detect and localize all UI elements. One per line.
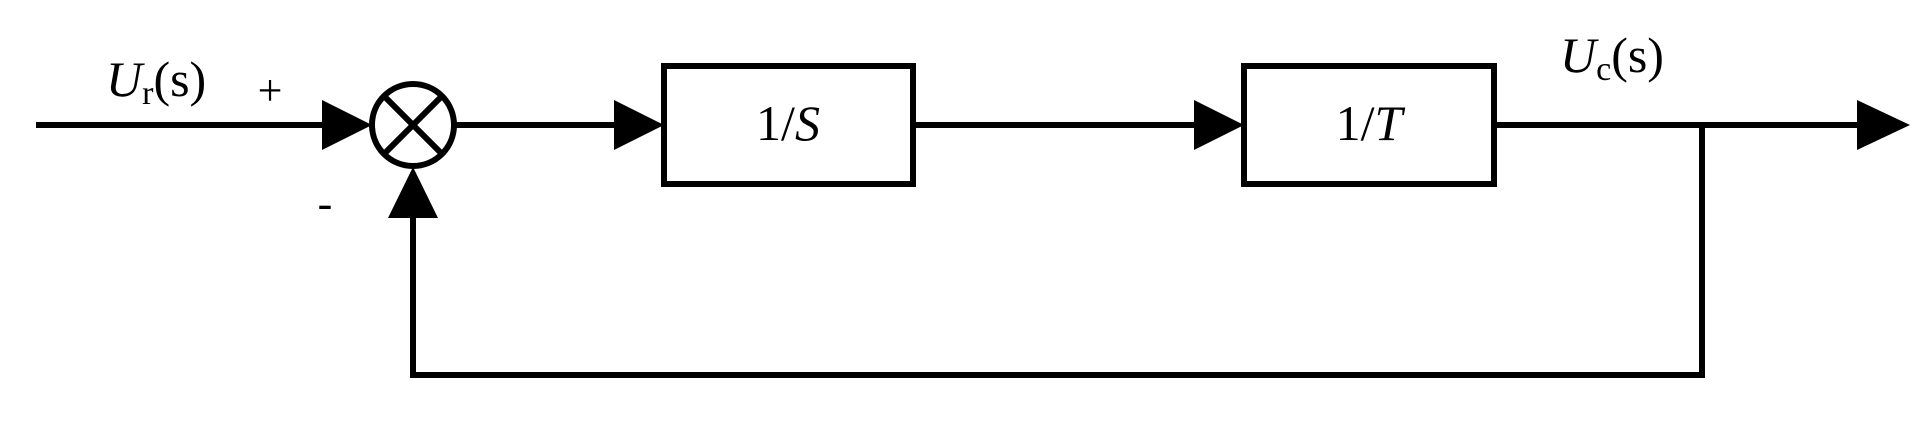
feedback-arrowhead xyxy=(388,167,438,218)
block-1-label: 1/S xyxy=(756,95,820,151)
output-arrowhead xyxy=(1857,100,1910,150)
minus-sign: - xyxy=(318,179,333,228)
summing-junction xyxy=(369,81,457,169)
input-arrowhead xyxy=(322,100,372,150)
plus-sign: + xyxy=(258,66,283,115)
feedback-path xyxy=(410,125,1705,378)
block-1-integrator xyxy=(661,63,916,187)
block-2-gain xyxy=(1241,63,1497,187)
block2-input-arrowhead xyxy=(1194,100,1244,150)
block1-input-arrowhead xyxy=(614,100,664,150)
block-2-label: 1/T xyxy=(1336,95,1406,151)
output-label: Uc(s) xyxy=(1560,27,1664,88)
input-label: Ur(s) xyxy=(106,51,206,112)
